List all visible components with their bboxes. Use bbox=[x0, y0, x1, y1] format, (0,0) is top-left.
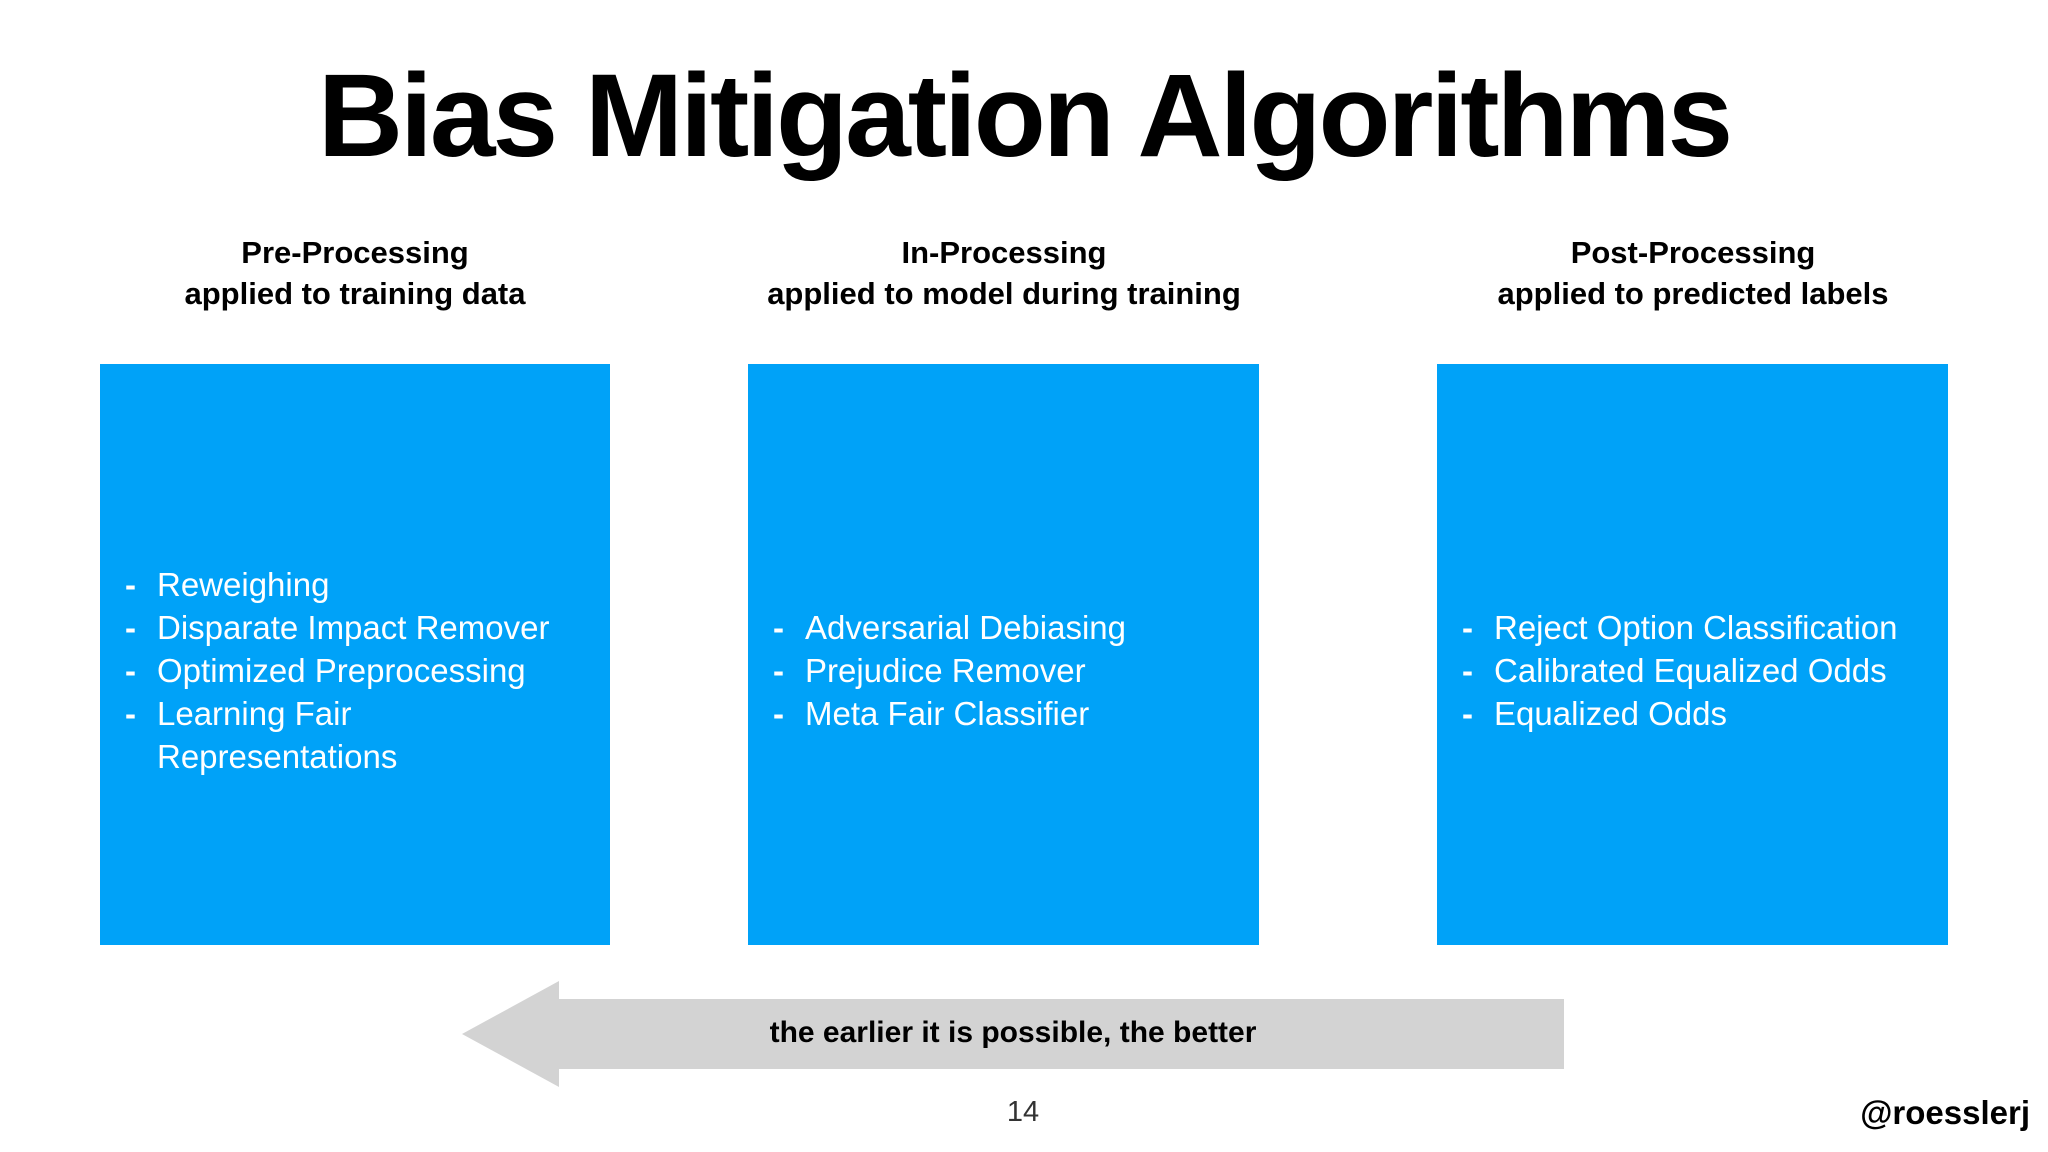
list-item: - Learning Fair Representations bbox=[125, 692, 602, 778]
bullet-dash: - bbox=[1462, 652, 1473, 689]
bullet-dash: - bbox=[1462, 695, 1473, 732]
bullet-dash: - bbox=[773, 609, 784, 646]
column-header-post-processing: Post-Processing applied to predicted lab… bbox=[1368, 232, 2018, 314]
list-item-text: Learning Fair Representations bbox=[157, 695, 398, 775]
list-item: - Reweighing bbox=[125, 563, 602, 606]
column-subheading: applied to training data bbox=[184, 276, 526, 311]
in-processing-algorithm-list: - Adversarial Debiasing - Prejudice Remo… bbox=[773, 606, 1251, 735]
list-item: - Equalized Odds bbox=[1462, 692, 1940, 735]
list-item-text: Reweighing bbox=[157, 566, 330, 603]
bullet-dash: - bbox=[773, 652, 784, 689]
column-heading: In-Processing bbox=[901, 235, 1107, 270]
arrow-label: the earlier it is possible, the better bbox=[769, 1016, 1257, 1049]
pre-processing-box: - Reweighing - Disparate Impact Remover … bbox=[100, 364, 610, 945]
bullet-dash: - bbox=[125, 695, 136, 732]
bullet-dash: - bbox=[1462, 609, 1473, 646]
bullet-dash: - bbox=[125, 566, 136, 603]
list-item: - Meta Fair Classifier bbox=[773, 692, 1251, 735]
post-processing-algorithm-list: - Reject Option Classification - Calibra… bbox=[1462, 606, 1940, 735]
list-item: - Disparate Impact Remover bbox=[125, 606, 602, 649]
page-number: 14 bbox=[1006, 1096, 1040, 1128]
list-item: - Optimized Preprocessing bbox=[125, 649, 602, 692]
column-header-in-processing: In-Processing applied to model during tr… bbox=[679, 232, 1329, 314]
post-processing-box: - Reject Option Classification - Calibra… bbox=[1437, 364, 1948, 945]
list-item-text: Prejudice Remover bbox=[805, 652, 1086, 689]
bullet-dash: - bbox=[773, 695, 784, 732]
list-item: - Prejudice Remover bbox=[773, 649, 1251, 692]
column-heading: Pre-Processing bbox=[241, 235, 469, 270]
list-item: - Reject Option Classification bbox=[1462, 606, 1940, 649]
arrow-left-icon bbox=[462, 981, 1564, 1087]
list-item-text: Adversarial Debiasing bbox=[805, 609, 1126, 646]
column-subheading: applied to model during training bbox=[767, 276, 1241, 311]
column-header-pre-processing: Pre-Processing applied to training data bbox=[30, 232, 680, 314]
column-subheading: applied to predicted labels bbox=[1497, 276, 1889, 311]
author-handle: @roesslerj bbox=[1860, 1094, 2030, 1131]
list-item: - Adversarial Debiasing bbox=[773, 606, 1251, 649]
list-item-text: Reject Option Classification bbox=[1494, 609, 1898, 646]
timeline-arrow: the earlier it is possible, the better bbox=[462, 981, 1564, 1087]
list-item-text: Disparate Impact Remover bbox=[157, 609, 550, 646]
list-item-text: Calibrated Equalized Odds bbox=[1494, 652, 1887, 689]
column-heading: Post-Processing bbox=[1570, 235, 1816, 270]
list-item-text: Equalized Odds bbox=[1494, 695, 1727, 732]
in-processing-box: - Adversarial Debiasing - Prejudice Remo… bbox=[748, 364, 1259, 945]
list-item-text: Meta Fair Classifier bbox=[805, 695, 1090, 732]
slide-title: Bias Mitigation Algorithms bbox=[317, 50, 1733, 182]
pre-processing-algorithm-list: - Reweighing - Disparate Impact Remover … bbox=[125, 563, 602, 778]
list-item-text: Optimized Preprocessing bbox=[157, 652, 526, 689]
bullet-dash: - bbox=[125, 652, 136, 689]
bullet-dash: - bbox=[125, 609, 136, 646]
list-item: - Calibrated Equalized Odds bbox=[1462, 649, 1940, 692]
